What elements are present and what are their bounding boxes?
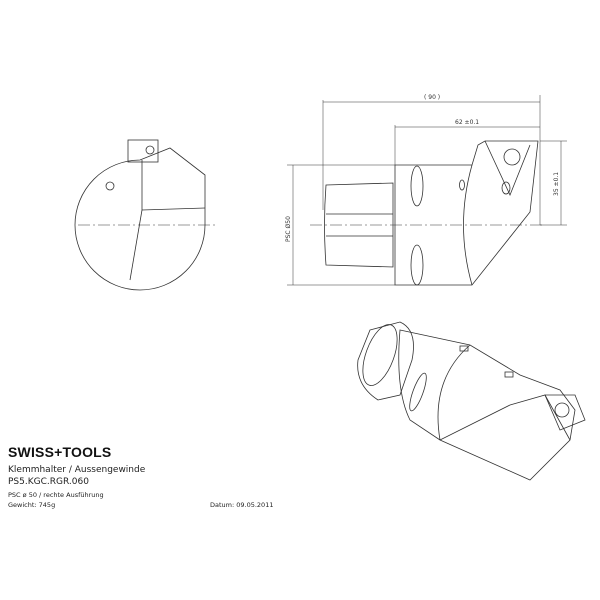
- part-number: PS5.KGC.RGR.060: [8, 477, 89, 487]
- date-text: Datum: 09.05.2011: [210, 501, 274, 509]
- brand-logo: SWISS+TOOLS: [8, 444, 112, 460]
- drawing-title: Klemmhalter / Aussengewinde: [8, 465, 146, 475]
- spec-text: PSC ø 50 / rechte Ausführung: [8, 491, 104, 499]
- side-view: [310, 140, 545, 286]
- weight-text: Gewicht: 745g: [8, 501, 56, 509]
- isometric-view: [357, 321, 586, 481]
- dimension-lines: [287, 95, 567, 286]
- dim-shank: PSC Ø50: [285, 216, 292, 242]
- dim-head-length: 62 ±0.1: [455, 119, 479, 126]
- end-view: [74, 139, 215, 291]
- dim-overall-length: ( 90 ): [424, 94, 440, 101]
- dim-height: 35 ±0.1: [553, 172, 560, 196]
